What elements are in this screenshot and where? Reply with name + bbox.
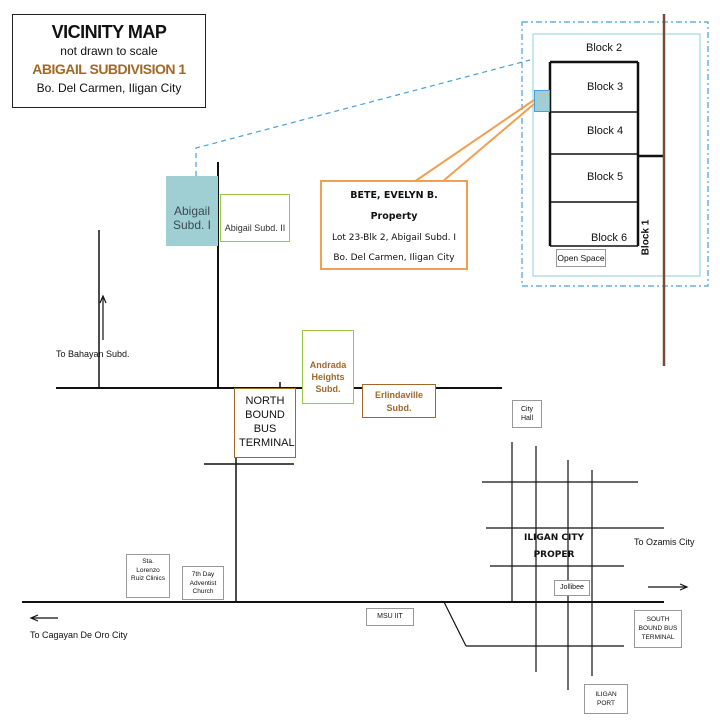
inset-inner-frame (532, 33, 701, 277)
jollibee: Jollibee (554, 580, 590, 596)
arrow-left-icon (29, 614, 58, 622)
block-2-label: Block 2 (586, 42, 623, 54)
adventist-church: 7th Day Adventist Church (182, 566, 224, 600)
inset-frame (521, 21, 709, 287)
open-space-label: Open Space (557, 253, 605, 263)
map-location: Bo. Del Carmen, Iligan City (36, 81, 182, 95)
city-hall: City Hall (512, 400, 542, 428)
sta-lorenzo-clinic: Sta. Lorenzo Ruiz Clinics (126, 554, 170, 598)
block-1-label: Block 1 (640, 219, 652, 256)
arrow-right-icon (648, 583, 689, 591)
to-cagayan-label: To Cagayan De Oro City (30, 630, 128, 640)
owner-name: BETE, EVELYN B. (350, 190, 438, 201)
lot-highlight (534, 90, 550, 112)
iligan-port: ILIGAN PORT (584, 684, 628, 714)
lot-number: Lot 23-Blk 2, Abigail Subd. I (331, 233, 456, 243)
property-callout: BETE, EVELYN B. Property Lot 23-Blk 2, A… (320, 180, 468, 270)
to-ozamis-label: To Ozamis City (634, 537, 695, 547)
msu-iit: MSU IIT (366, 608, 414, 626)
south-bound-bus-terminal: SOUTH BOUND BUS TERMINAL (634, 610, 682, 648)
property-label: Property (370, 211, 418, 222)
to-bahayan-label: To Bahayan Subd. (56, 349, 130, 359)
iligan-city-proper: ILIGAN CITY PROPER (523, 533, 585, 560)
block-6-label: Block 6 (591, 232, 628, 244)
abigail-subd-1: Abigail Subd. I (166, 176, 218, 246)
map-title: VICINITY MAP (51, 22, 167, 42)
andrada-heights: Andrada Heights Subd. (302, 330, 354, 404)
block-3-label: Block 3 (587, 81, 624, 93)
open-space: Open Space (556, 249, 606, 267)
erlindaville: Erlindaville Subd. (362, 384, 436, 418)
title-box: VICINITY MAP not drawn to scale ABIGAIL … (12, 14, 206, 108)
abigail-subd-2: Abigail Subd. II (220, 194, 290, 242)
arrow-up-icon (99, 294, 107, 340)
subdivision-name: ABIGAIL SUBDIVISION 1 (32, 61, 186, 77)
block-5-label: Block 5 (587, 171, 624, 183)
property-address: Bo. Del Carmen, Iligan City (333, 253, 455, 263)
north-bound-bus-terminal: NORTH BOUND BUS TERMINAL (234, 388, 296, 458)
block-4-label: Block 4 (587, 125, 624, 137)
map-subtitle: not drawn to scale (60, 44, 158, 58)
leader-dashed-line (195, 59, 531, 176)
